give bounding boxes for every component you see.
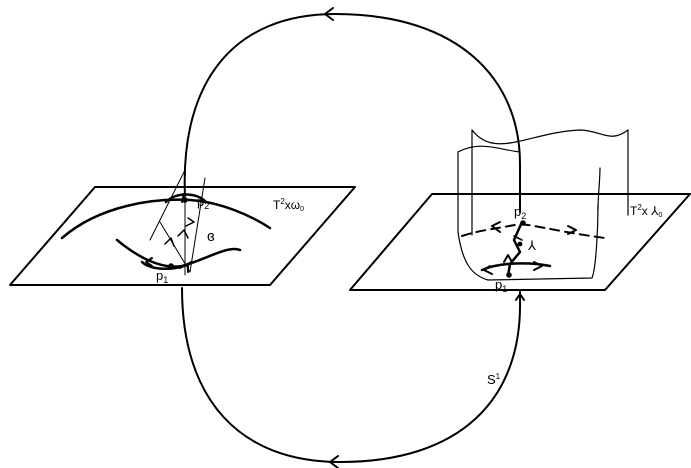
right-plane-label: T2x ⅄0 <box>630 203 662 219</box>
right-plane <box>349 129 691 301</box>
sheet-top-edge <box>471 129 629 145</box>
p2-right-label: p2 <box>514 204 526 221</box>
p2-left-point <box>182 197 188 203</box>
dashed-curve <box>461 223 606 239</box>
s1-label: S1 <box>487 372 501 387</box>
p1-right-point <box>506 272 512 278</box>
sigma-label: ɞ <box>207 228 215 245</box>
p2-left-label: p2 <box>197 194 209 211</box>
lambda-label: ⅄ <box>527 238 536 253</box>
s1-loop <box>181 7 522 468</box>
lambda-point <box>517 241 523 247</box>
s1-bottom-arrow <box>329 455 339 468</box>
left-plane-label: T2xω0 <box>273 197 304 213</box>
p1-right-label: p1 <box>495 277 507 294</box>
p1-left-point <box>168 263 174 269</box>
left-upper-curve <box>60 198 272 240</box>
p2-right-point <box>520 220 526 226</box>
left-plane <box>9 169 356 286</box>
p1-left-label: p1 <box>156 268 168 285</box>
s1-top-arrow <box>324 7 334 21</box>
sheet-front <box>457 151 599 281</box>
lambda-curve <box>506 220 524 278</box>
